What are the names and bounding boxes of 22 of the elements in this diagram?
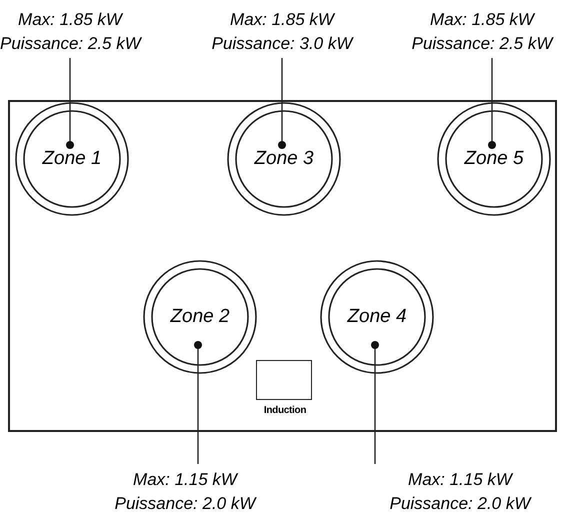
- power-rating: Max: 1.85 kW: [429, 9, 536, 31]
- zone-label: Zone 3: [253, 148, 315, 170]
- leader-line: [194, 341, 202, 464]
- power-rating: Puissance: 2.0 kW: [114, 493, 258, 515]
- zone-label: Zone 2: [169, 306, 231, 328]
- zone-label: Zone 5: [463, 148, 525, 170]
- leader-line: [371, 341, 379, 464]
- power-rating: Puissance: 2.5 kW: [410, 33, 555, 55]
- leader-line: [278, 58, 286, 149]
- power-rating: Max: 1.85 kW: [229, 9, 336, 31]
- power-rating: Puissance: 3.0 kW: [210, 33, 355, 55]
- leader-line: [488, 58, 496, 149]
- power-rating: Puissance: 2.5 kW: [0, 33, 140, 55]
- cooktop-panel: [8, 100, 557, 432]
- induction-label: Induction: [262, 405, 308, 416]
- leader-line: [66, 58, 74, 149]
- power-rating: Max: 1.85 kW: [17, 9, 124, 31]
- zone-label: Zone 4: [346, 306, 408, 328]
- power-rating: Max: 1.15 kW: [132, 469, 240, 491]
- power-rating: Max: 1.15 kW: [407, 469, 514, 491]
- power-rating: Puissance: 2.0 kW: [388, 493, 533, 515]
- zone-label: Zone 1: [41, 148, 103, 170]
